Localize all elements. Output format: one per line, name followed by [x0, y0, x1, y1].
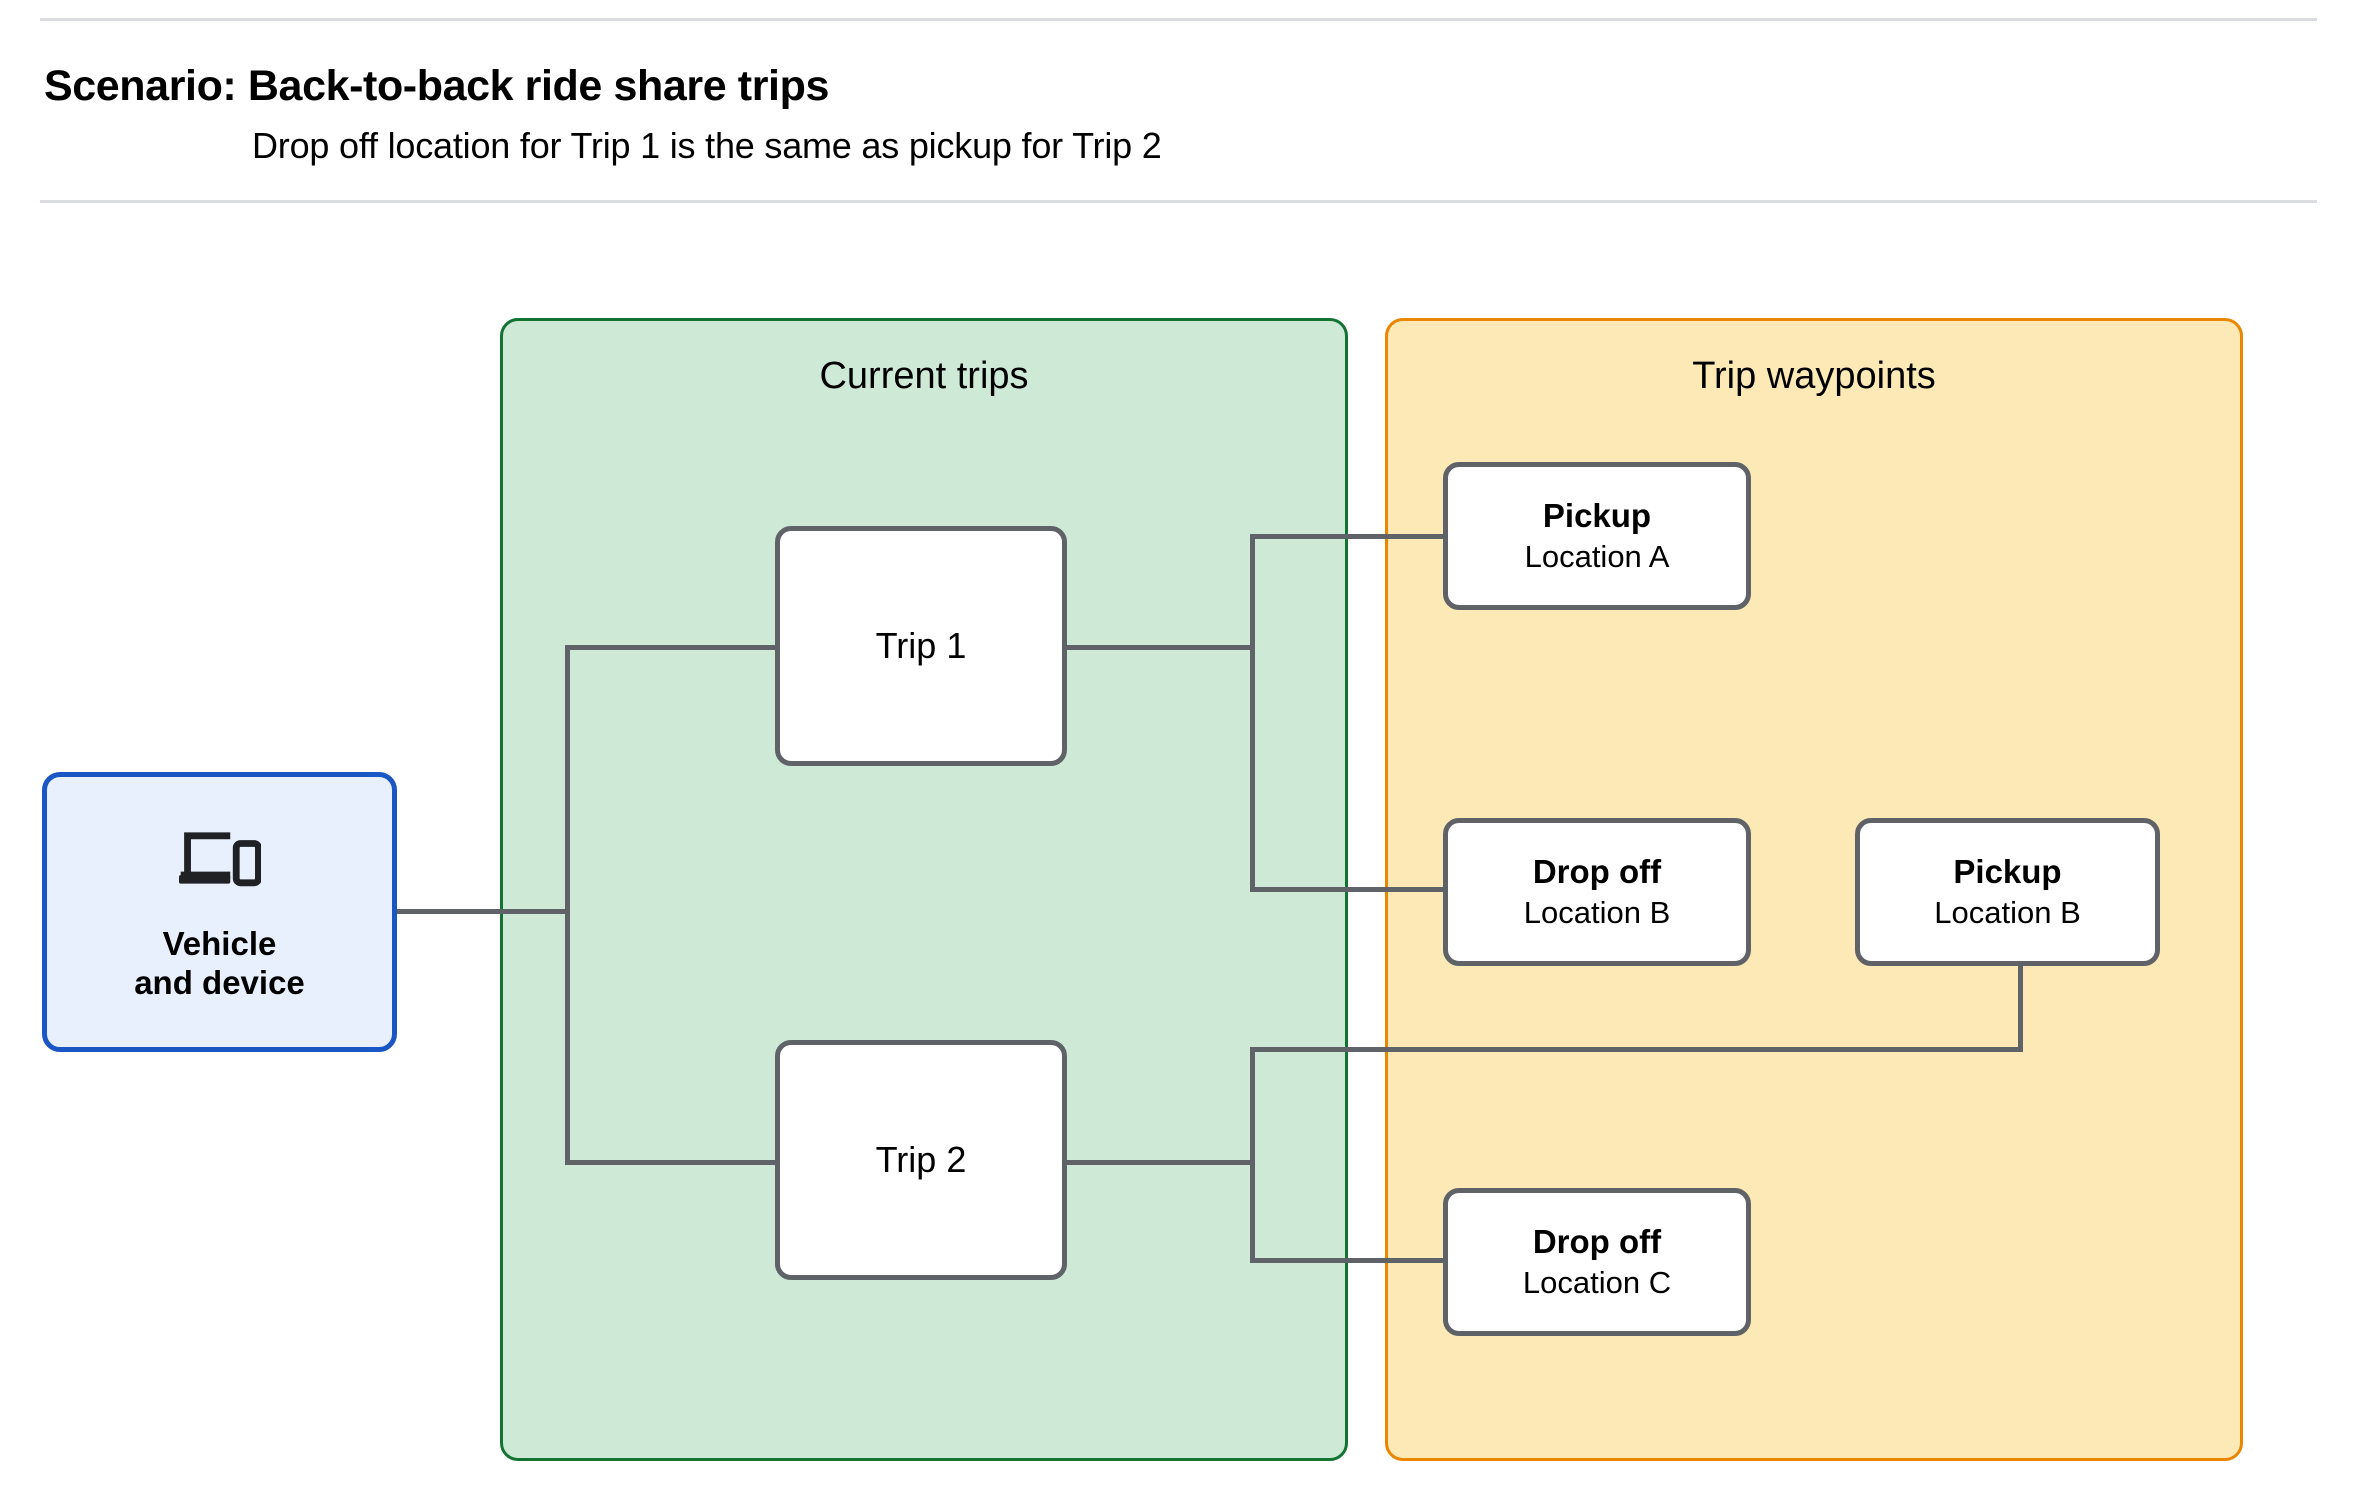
group-current-trips-title: Current trips [819, 355, 1029, 397]
edge-trip-2-to-pickup-b [1250, 1047, 2023, 1052]
node-dropoff-b-title: Drop off [1532, 852, 1662, 890]
node-vehicle-and-device[interactable]: Vehicle and device [42, 772, 397, 1052]
node-pickup-b-subtitle: Location B [1934, 894, 2081, 930]
devices-icon [178, 827, 261, 889]
edge-trip-2-to-dropoff-c [1250, 1258, 1446, 1263]
node-pickup-b-title: Pickup [1953, 852, 2062, 890]
node-pickup-a-subtitle: Location A [1524, 538, 1670, 574]
node-dropoff-location-b[interactable]: Drop off Location B [1443, 818, 1751, 966]
node-trip-2-label: Trip 2 [875, 1138, 967, 1180]
edge-trip-2-trunk-vertical [1250, 1047, 1255, 1263]
node-dropoff-b-subtitle: Location B [1523, 894, 1671, 930]
edge-pickup-b-down [2018, 958, 2023, 1052]
edge-trunk-vertical-left [565, 645, 570, 1165]
node-vehicle-label: Vehicle and device [134, 925, 305, 1001]
header-divider-bottom [40, 200, 2317, 203]
node-dropoff-c-subtitle: Location C [1522, 1264, 1672, 1300]
node-pickup-location-b[interactable]: Pickup Location B [1855, 818, 2160, 966]
edge-trip-2-out [1064, 1160, 1254, 1165]
group-trip-waypoints-title: Trip waypoints [1692, 355, 1936, 397]
edge-trip-1-trunk-vertical [1250, 534, 1255, 892]
edge-trip-1-to-dropoff-b [1250, 887, 1446, 892]
node-trip-1[interactable]: Trip 1 [775, 526, 1067, 766]
group-current-trips: Current trips [500, 318, 1348, 1461]
node-dropoff-c-title: Drop off [1532, 1222, 1662, 1260]
edge-vehicle-to-trunk [397, 909, 569, 914]
node-trip-2[interactable]: Trip 2 [775, 1040, 1067, 1280]
edge-trunk-to-trip-2 [565, 1160, 778, 1165]
edge-trip-1-out [1064, 645, 1254, 650]
page-subtitle: Drop off location for Trip 1 is the same… [252, 125, 1162, 166]
node-pickup-location-a[interactable]: Pickup Location A [1443, 462, 1751, 610]
page-title: Scenario: Back-to-back ride share trips [44, 62, 829, 110]
edge-trunk-to-trip-1 [565, 645, 778, 650]
header-divider-top [40, 18, 2317, 21]
node-pickup-a-title: Pickup [1542, 496, 1652, 534]
node-dropoff-location-c[interactable]: Drop off Location C [1443, 1188, 1751, 1336]
node-trip-1-label: Trip 1 [875, 624, 967, 666]
edge-trip-1-to-pickup-a [1250, 534, 1446, 539]
